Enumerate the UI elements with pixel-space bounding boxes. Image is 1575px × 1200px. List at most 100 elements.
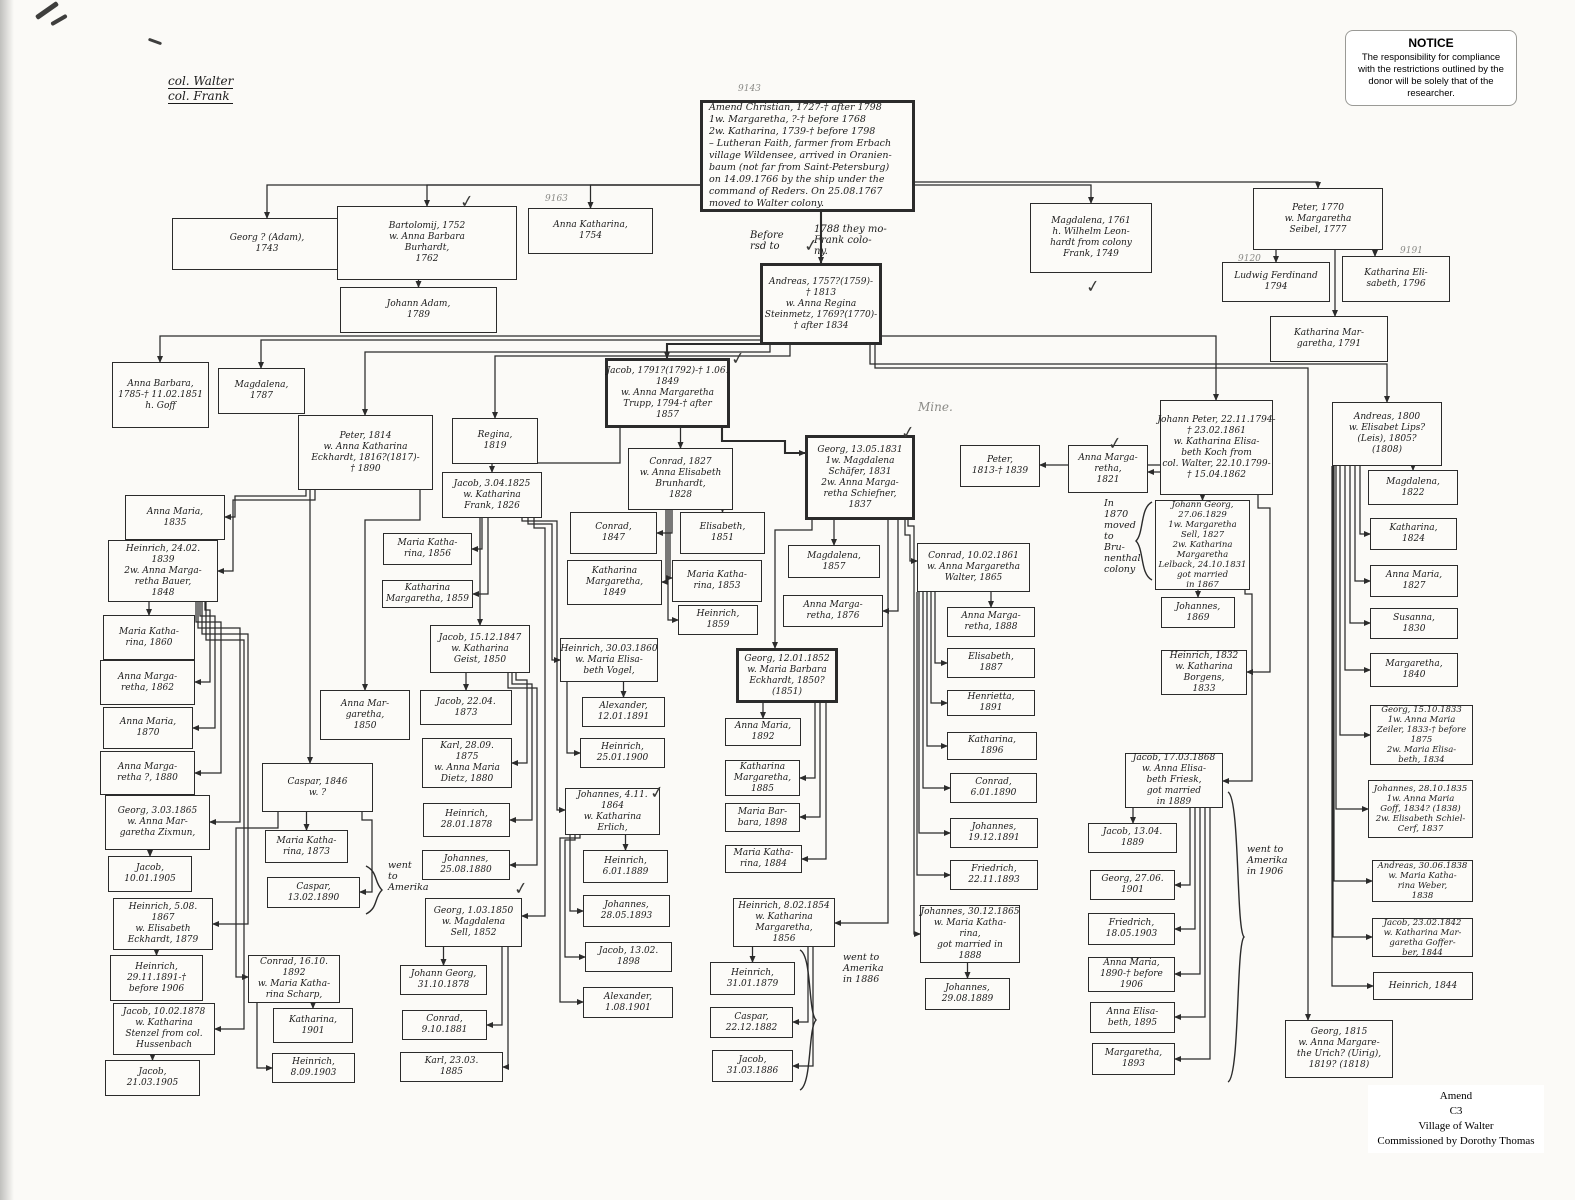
person-line: 12.01.1891 bbox=[597, 712, 650, 722]
edge-jacob_1825-heinrich_1860 bbox=[527, 518, 561, 663]
edge-jacob_1825-johannes_1864 bbox=[521, 518, 566, 813]
person-line: 18.05.1903 bbox=[1105, 929, 1158, 939]
person-box-alexander_1901: Alexander,1.08.1901 bbox=[583, 987, 673, 1018]
person-line: 9.10.1881 bbox=[421, 1025, 468, 1035]
person-line: Anna Mar- bbox=[340, 698, 390, 709]
person-line: Margaretha, bbox=[1385, 659, 1443, 669]
person-line: 1867 bbox=[151, 913, 175, 923]
edge-jacob_1868-georg_1901 bbox=[1174, 808, 1191, 888]
person-line: Jacob, 17.03.1868 bbox=[1132, 753, 1216, 763]
edge-andreas_1800-katharina_1824 bbox=[1359, 466, 1371, 537]
edge-conrad_1827-heinrich_1859 bbox=[667, 510, 679, 623]
person-line: command of Reders. On 25.08.1767 bbox=[709, 186, 883, 197]
person-line: (Leis), 1805? bbox=[1357, 434, 1417, 444]
brace-annotation bbox=[1135, 501, 1153, 581]
person-line: 1819 bbox=[483, 441, 507, 451]
edge-jacob_1825-georg_1850 bbox=[521, 518, 546, 919]
person-line: (1851) bbox=[772, 686, 802, 697]
person-line: baum (not far from Saint-Petersburg) bbox=[709, 162, 890, 173]
person-box-anna_marg_1821: Anna Marga-retha,1821 bbox=[1068, 445, 1148, 493]
note-line: Before bbox=[750, 230, 784, 241]
person-line: 1857 bbox=[822, 561, 846, 572]
person-line: Jacob, 13.02. bbox=[598, 946, 659, 956]
person-box-anna_maria_1870: Anna Maria,1870 bbox=[103, 707, 193, 749]
note-line: in 1906 bbox=[1247, 866, 1284, 877]
edge-jacob_1847-johannes_1880 bbox=[507, 673, 538, 868]
person-line: Johannes, bbox=[443, 854, 489, 864]
person-line: Johann Peter, 22.11.1794- bbox=[1157, 414, 1276, 425]
caption-commission: Commissioned by Dorothy Thomas bbox=[1377, 1135, 1535, 1147]
person-line: Frank, 1826 bbox=[464, 500, 520, 511]
edge-heinrich_1839-anna_maria_1870 bbox=[192, 602, 216, 731]
person-line: Maria Katha- bbox=[397, 538, 458, 548]
person-line: w. Katharina bbox=[1175, 661, 1233, 672]
edge-georg_1831-johannes_1865 bbox=[907, 520, 921, 937]
person-line: 1849 bbox=[603, 588, 626, 598]
person-line: hardt from colony bbox=[1050, 238, 1132, 248]
person-line: 21.03.1905 bbox=[126, 1078, 179, 1088]
person-line: 1864 bbox=[601, 800, 624, 811]
person-line: Katharina bbox=[591, 566, 638, 576]
edge-andreas_1800-andreas_1838 bbox=[1333, 466, 1373, 884]
person-line: Johannes, bbox=[1175, 601, 1221, 612]
person-box-magdalena_1787: Magdalena,1787 bbox=[218, 368, 305, 414]
note-line: Amerika bbox=[388, 882, 429, 893]
edge-andreas_1757-regina_1819 bbox=[492, 345, 791, 419]
person-line: w. Katharina bbox=[451, 643, 509, 654]
person-line: Sell, 1827 bbox=[1180, 530, 1225, 540]
person-line: rina Weber, bbox=[1397, 881, 1448, 891]
person-line: Margaretha, bbox=[1104, 1048, 1163, 1058]
person-box-katharina_1824: Katharina,1824 bbox=[1370, 518, 1457, 550]
person-line: Anna Marga- bbox=[117, 762, 178, 772]
person-line: Peter, bbox=[986, 455, 1014, 465]
edge-andreas_1800-susanna_1830 bbox=[1349, 466, 1371, 626]
edge-jacob_1791-georg_1831 bbox=[720, 428, 806, 456]
edge-georg_1852-maria_barbara_1898 bbox=[799, 703, 821, 820]
caption-chart-id: C3 bbox=[1449, 1105, 1463, 1117]
person-box-georg_1901: Georg, 27.06.1901 bbox=[1090, 870, 1175, 900]
person-box-elisabeth_1851: Elisabeth,1851 bbox=[680, 512, 765, 554]
person-box-magdalena_1822: Magdalena,1822 bbox=[1368, 470, 1458, 505]
person-box-anna_marg_1888: Anna Marga-retha, 1888 bbox=[947, 607, 1035, 637]
person-line: 19.12.1891 bbox=[968, 833, 1020, 843]
person-line: 1901 bbox=[1121, 885, 1144, 895]
person-line: Dietz, 1880 bbox=[440, 774, 494, 784]
edge-conrad_1827-maria_kath_1853 bbox=[666, 510, 673, 581]
person-line: 8.09.1903 bbox=[290, 1068, 337, 1078]
person-line: Anna Marga- bbox=[803, 600, 863, 610]
person-line: Jacob, 15.12.1847 bbox=[438, 632, 522, 643]
person-line: Frank, 1749 bbox=[1063, 249, 1119, 259]
person-line: 1833 bbox=[1192, 683, 1216, 694]
person-box-anna_marg_1876: Anna Marga-retha, 1876 bbox=[783, 595, 883, 627]
brace-annotation bbox=[799, 949, 817, 1091]
person-line: 28.01.1878 bbox=[440, 820, 493, 830]
checkmark-annotation: ✓ bbox=[1106, 433, 1124, 455]
edge-andreas_1800-johannes_1835 bbox=[1335, 466, 1369, 812]
person-line: Sell, 1852 bbox=[450, 928, 497, 938]
edge-conrad_1892-heinrich_1903 bbox=[256, 1003, 273, 1071]
person-line: beth Koch from bbox=[1181, 447, 1252, 458]
person-line: 1885 bbox=[751, 783, 774, 794]
person-box-jacob_1898: Jacob, 13.02.1898 bbox=[585, 942, 672, 972]
person-line: w. Katharina bbox=[463, 489, 521, 500]
person-line: Georg, 27.06. bbox=[1101, 874, 1164, 884]
person-line: Conrad, 10.02.1861 bbox=[928, 551, 1019, 561]
person-line: Walter, 1865 bbox=[944, 573, 1003, 583]
person-box-heinrich_1859: Heinrich,1859 bbox=[678, 605, 758, 635]
person-line: † 15.04.1862 bbox=[1187, 469, 1246, 480]
person-line: Johannes, bbox=[604, 900, 649, 910]
note-line: ny. bbox=[814, 246, 828, 257]
person-line: Caspar, bbox=[734, 1011, 769, 1022]
person-line: Geist, 1850 bbox=[453, 654, 507, 665]
